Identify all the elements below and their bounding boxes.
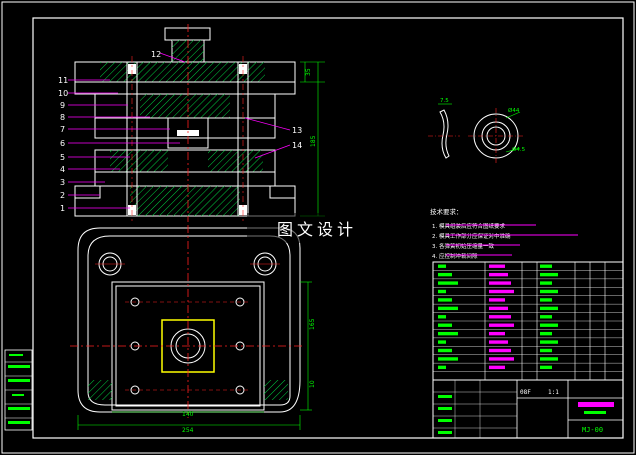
material-label: 08F xyxy=(520,389,531,396)
dim-label: 35 xyxy=(305,68,312,76)
part-label: 6 xyxy=(60,139,65,148)
bom-cell-placeholder xyxy=(489,340,508,344)
watermark-box: 图文设计 xyxy=(247,213,387,243)
bom-cell-placeholder xyxy=(489,272,508,277)
part-label: 11 xyxy=(58,76,68,85)
dim-label: 140 xyxy=(182,411,194,418)
part-label: 9 xyxy=(60,101,65,110)
part-label: 1 xyxy=(60,204,65,213)
plan-dimensions xyxy=(77,281,312,430)
title-block: 08F 1:1 MJ-00 xyxy=(432,379,624,439)
part-label: 3 xyxy=(60,178,65,187)
bom-cell-placeholder xyxy=(438,323,452,327)
bom-cell-placeholder xyxy=(489,281,511,285)
bom-cell-placeholder xyxy=(489,298,505,302)
part-label-top: 12 xyxy=(151,50,161,59)
bom-cell-placeholder xyxy=(438,281,458,285)
bom-cell-placeholder xyxy=(540,281,552,285)
watermark-text: 图文设计 xyxy=(276,220,357,239)
detail-dim-label: Ø4.5 xyxy=(512,146,526,153)
bom-cell-placeholder xyxy=(438,315,446,319)
bom-cell-placeholder xyxy=(438,289,446,294)
bom-cell-placeholder xyxy=(540,306,558,311)
technical-notes: 技术要求： 1. 模具组装后应符合图纸要求 2. 模具工作部分应保证对中准确 3… xyxy=(430,207,511,260)
dim-label: 10 xyxy=(309,380,316,388)
bom-cell-placeholder xyxy=(540,331,552,336)
tech-note-item: 2. 模具工作部分应保证对中准确 xyxy=(432,232,511,240)
part-label-right: 14 xyxy=(292,141,302,150)
bom-cell-placeholder xyxy=(489,365,505,370)
bom-cell-placeholder xyxy=(438,348,452,353)
sheet-inner-frame xyxy=(32,17,624,439)
dim-label: 185 xyxy=(310,135,317,147)
binding-strip xyxy=(4,349,33,431)
bom-cell-placeholder xyxy=(438,272,452,277)
tech-note-item: 4. 应控制冲裁间隙 xyxy=(432,252,478,260)
bom-cell-placeholder xyxy=(540,357,558,361)
bom-cell-placeholder xyxy=(489,289,514,294)
part-label: 2 xyxy=(60,191,65,200)
bom-cell-placeholder xyxy=(540,315,552,319)
bom-cell-placeholder xyxy=(438,298,452,302)
bom-cell-placeholder xyxy=(540,323,558,327)
bom-cell-placeholder xyxy=(489,306,508,311)
bom-cell-placeholder xyxy=(438,331,458,336)
bom-cell-placeholder xyxy=(540,365,552,370)
bom-cell-placeholder xyxy=(540,289,558,294)
bom-cell-placeholder xyxy=(540,298,552,302)
bom-cell-placeholder xyxy=(438,365,446,370)
bom-cell-placeholder xyxy=(489,348,511,353)
bom-cell-placeholder xyxy=(489,315,511,319)
tech-notes-title: 技术要求： xyxy=(430,207,463,216)
part-label: 4 xyxy=(60,165,65,174)
bom-cell-placeholder xyxy=(438,340,446,344)
scale-label: 1:1 xyxy=(548,389,559,396)
tech-note-item: 3. 各弹簧初始压缩量一致 xyxy=(432,242,494,250)
detail-dim-label: Ø44 xyxy=(508,107,520,114)
tech-note-item: 1. 模具组装后应符合图纸要求 xyxy=(432,222,505,230)
bom-cell-placeholder xyxy=(540,264,552,268)
bom-cell-placeholder xyxy=(489,331,505,336)
part-labels: 11 10 9 8 7 6 5 4 3 2 1 12 13 14 xyxy=(58,50,302,213)
detail-dim-label: 7.5 xyxy=(440,98,449,104)
bom-cell-placeholder xyxy=(540,340,558,344)
part-label: 7 xyxy=(60,125,65,134)
bom-cell-placeholder xyxy=(438,264,446,268)
bom-cell-placeholder xyxy=(438,357,458,361)
bom-cell-placeholder xyxy=(489,323,514,327)
part-label: 5 xyxy=(60,153,65,162)
dim-label: 254 xyxy=(182,427,194,434)
drawing-number: MJ-00 xyxy=(582,426,603,434)
part-label-right: 13 xyxy=(292,126,302,135)
part-leaders xyxy=(68,52,291,209)
bom-cell-placeholder xyxy=(489,357,514,361)
bom-cell-placeholder xyxy=(438,306,458,311)
dim-label: 165 xyxy=(309,318,316,330)
workpiece-detail xyxy=(439,109,519,159)
bom-cell-placeholder xyxy=(489,264,505,268)
bom-cell-placeholder xyxy=(540,272,558,277)
section-view xyxy=(74,27,296,217)
part-label: 10 xyxy=(58,89,68,98)
bill-of-materials xyxy=(432,261,624,381)
bom-cell-placeholder xyxy=(540,348,552,353)
part-label: 8 xyxy=(60,113,65,122)
